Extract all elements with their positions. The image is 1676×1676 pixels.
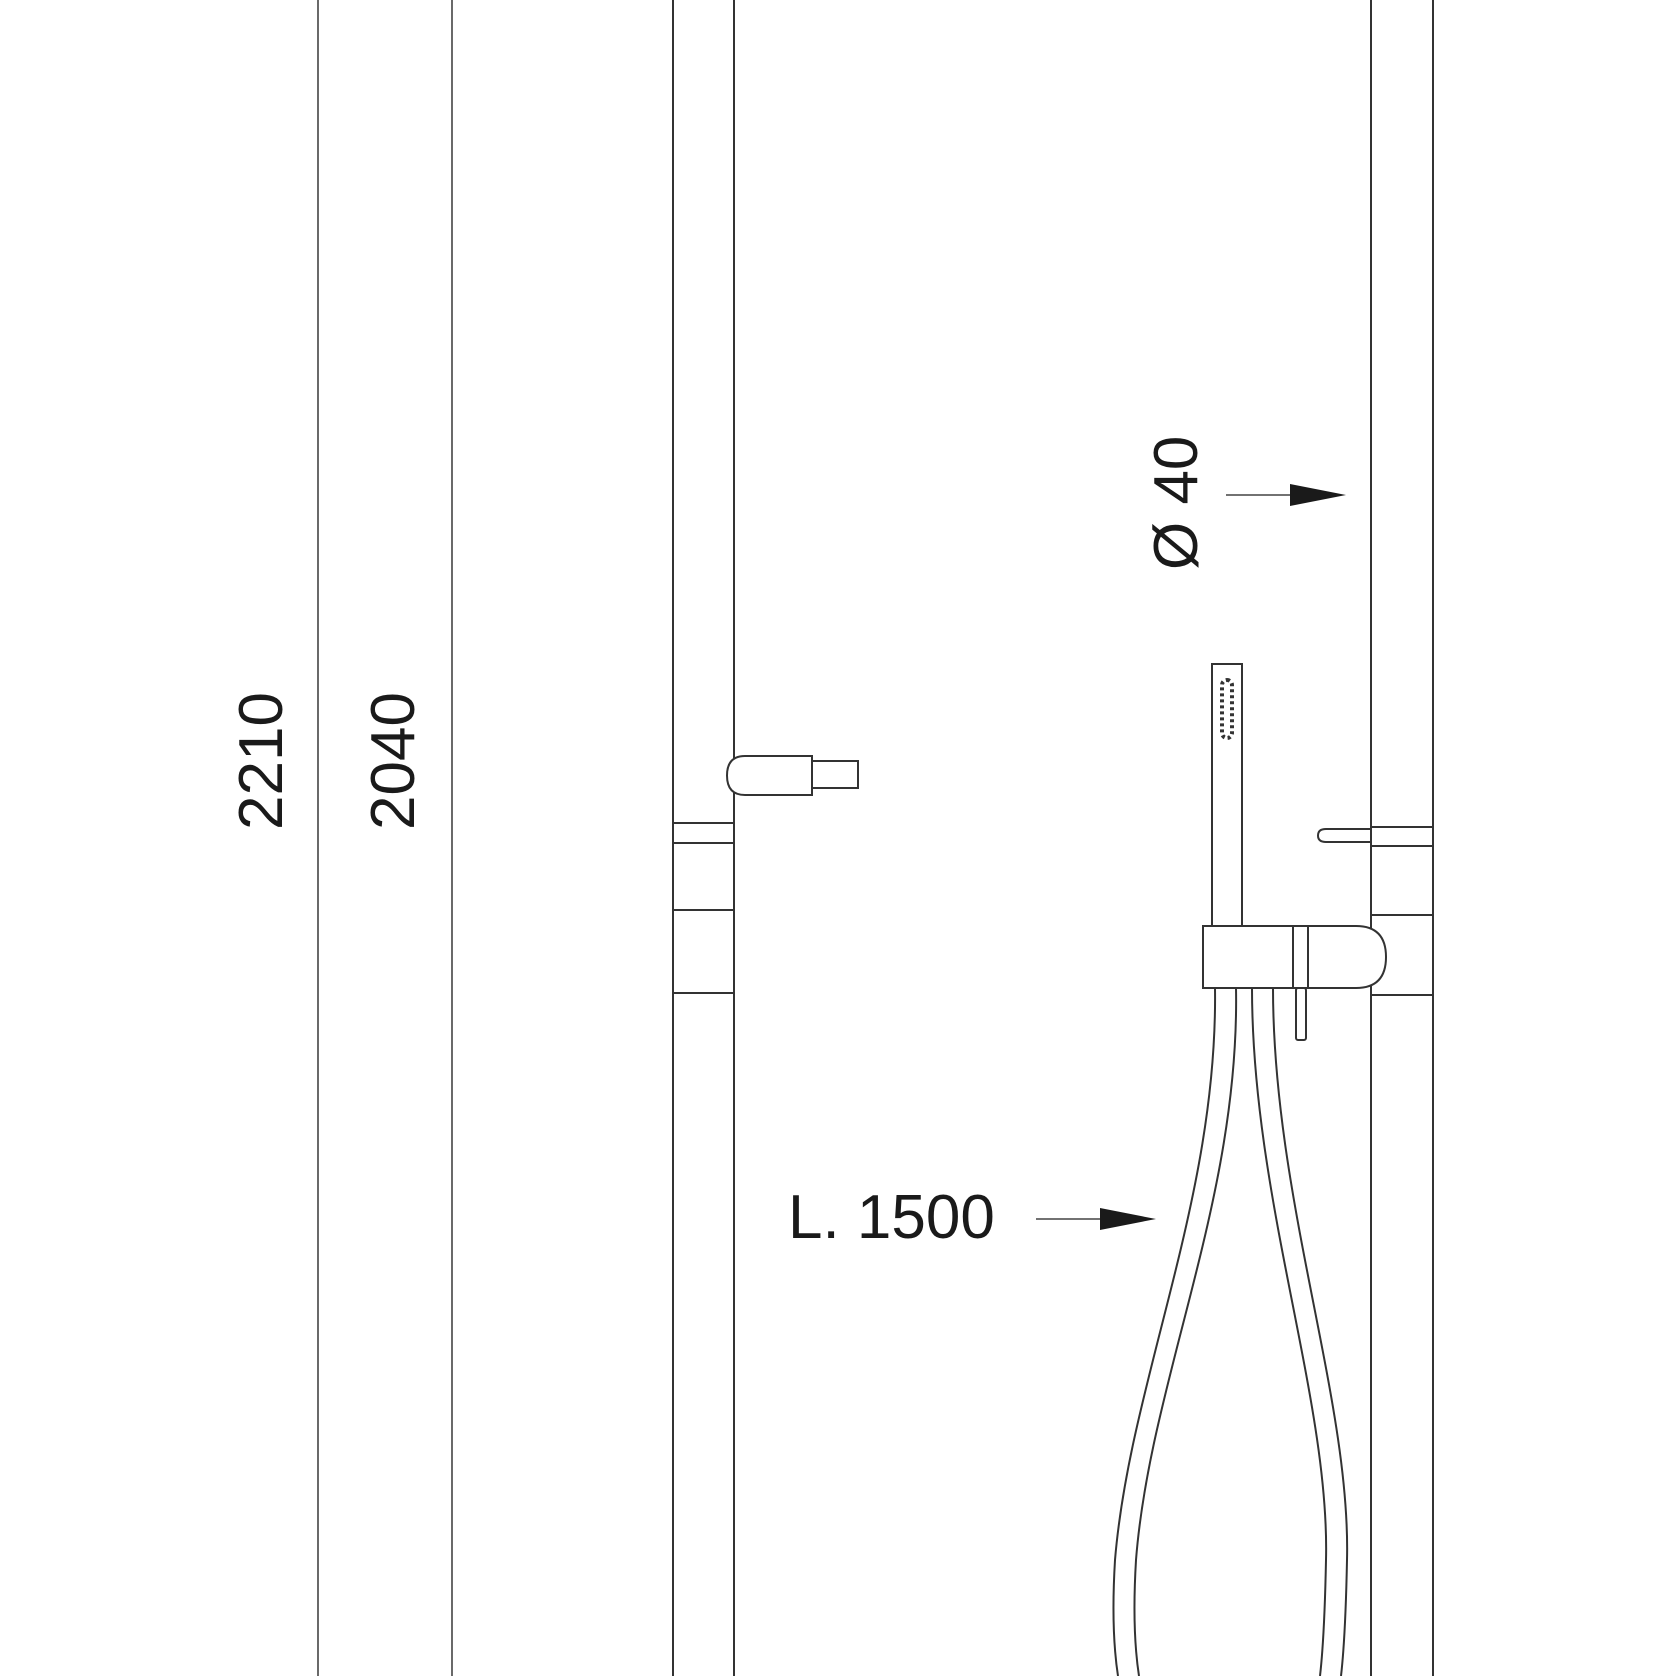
hose-arrow-icon xyxy=(1100,1208,1156,1230)
hose-second-inner-line xyxy=(1272,987,1349,1676)
hose-outer-line xyxy=(1112,987,1217,1676)
hand-shower-holder xyxy=(1202,925,1388,989)
diameter-arrow-icon xyxy=(1290,484,1346,506)
hose-second-outer-line xyxy=(1251,987,1328,1676)
dim-label-overall-height: 2210 xyxy=(227,692,296,830)
shower-column-side-view xyxy=(672,0,859,1676)
dim-label-hose-length: L. 1500 xyxy=(788,1183,995,1252)
dim-label-outlet-height: 2040 xyxy=(359,692,428,830)
holder-pin xyxy=(1295,987,1307,1041)
hand-shower-nozzle-icon xyxy=(1220,678,1234,740)
side-lever-tip xyxy=(811,760,859,789)
side-lever-icon xyxy=(725,755,813,796)
hose-inner-line xyxy=(1133,987,1238,1676)
hose-length-callout: L. 1500 xyxy=(788,1183,1156,1252)
dimension-lines xyxy=(317,0,453,1676)
hand-shower xyxy=(1202,663,1388,1041)
diameter-callout: Ø 40 xyxy=(1142,436,1346,570)
front-lever-pin-icon xyxy=(1316,828,1372,843)
shower-column-front-view xyxy=(1316,0,1434,1676)
shower-hose xyxy=(1112,987,1349,1676)
dim-label-diameter: Ø 40 xyxy=(1142,436,1211,570)
